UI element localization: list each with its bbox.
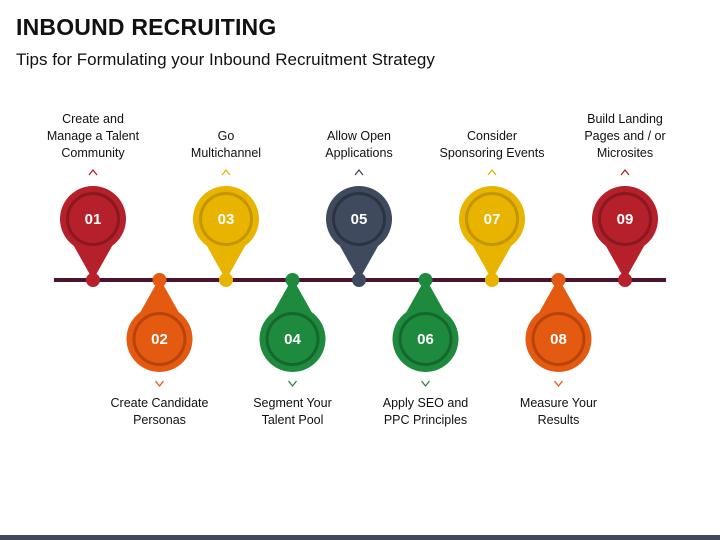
step-pin-02: 02 xyxy=(126,273,193,388)
chevron-down-icon xyxy=(154,380,165,388)
step-number: 01 xyxy=(85,211,102,228)
pin-disk xyxy=(268,315,317,363)
pin-disk xyxy=(534,315,583,363)
chevron-up-icon xyxy=(354,168,364,176)
step-pin-06: 06 xyxy=(392,273,459,388)
step-number: 04 xyxy=(284,331,301,348)
step-number: 07 xyxy=(484,211,501,228)
chevron-down-icon xyxy=(420,380,431,388)
step-number: 03 xyxy=(218,211,235,228)
chevron-down-icon xyxy=(287,380,298,388)
timeline-node xyxy=(618,273,632,287)
step-pin-08: 08 xyxy=(525,273,592,388)
step-number: 08 xyxy=(550,331,567,348)
pin-disk xyxy=(202,195,250,243)
pin-disk xyxy=(335,195,383,243)
step-pin-01: 01 xyxy=(60,168,127,287)
pin-disk xyxy=(601,195,649,243)
chevron-down-icon xyxy=(553,380,564,388)
timeline-node xyxy=(418,273,433,287)
timeline-node xyxy=(219,273,233,287)
step-pin-09: 09 xyxy=(592,168,659,287)
step-number: 02 xyxy=(151,331,168,348)
page-title: INBOUND RECRUITING xyxy=(16,14,277,40)
step-number: 09 xyxy=(617,211,634,228)
step-number: 05 xyxy=(351,211,368,228)
chevron-up-icon xyxy=(221,168,231,176)
pin-disk xyxy=(401,315,450,363)
timeline-node xyxy=(485,273,499,287)
timeline-node xyxy=(86,273,100,287)
step-pin-05: 05 xyxy=(326,168,393,287)
step-number: 06 xyxy=(417,331,434,348)
pin-disk xyxy=(69,195,117,243)
step-pin-03: 03 xyxy=(193,168,259,287)
pin-disk xyxy=(468,195,516,243)
step-pin-04: 04 xyxy=(259,273,326,388)
timeline-node xyxy=(285,273,300,287)
step-pin-07: 07 xyxy=(459,168,525,287)
timeline-node xyxy=(352,273,366,287)
footer-bar xyxy=(0,535,720,540)
chevron-up-icon xyxy=(487,168,497,176)
pin-disk xyxy=(135,315,184,363)
timeline-node xyxy=(152,273,167,287)
timeline-node xyxy=(551,273,566,287)
chevron-up-icon xyxy=(620,168,630,176)
chevron-up-icon xyxy=(88,168,98,176)
page-subtitle: Tips for Formulating your Inbound Recrui… xyxy=(16,50,435,69)
